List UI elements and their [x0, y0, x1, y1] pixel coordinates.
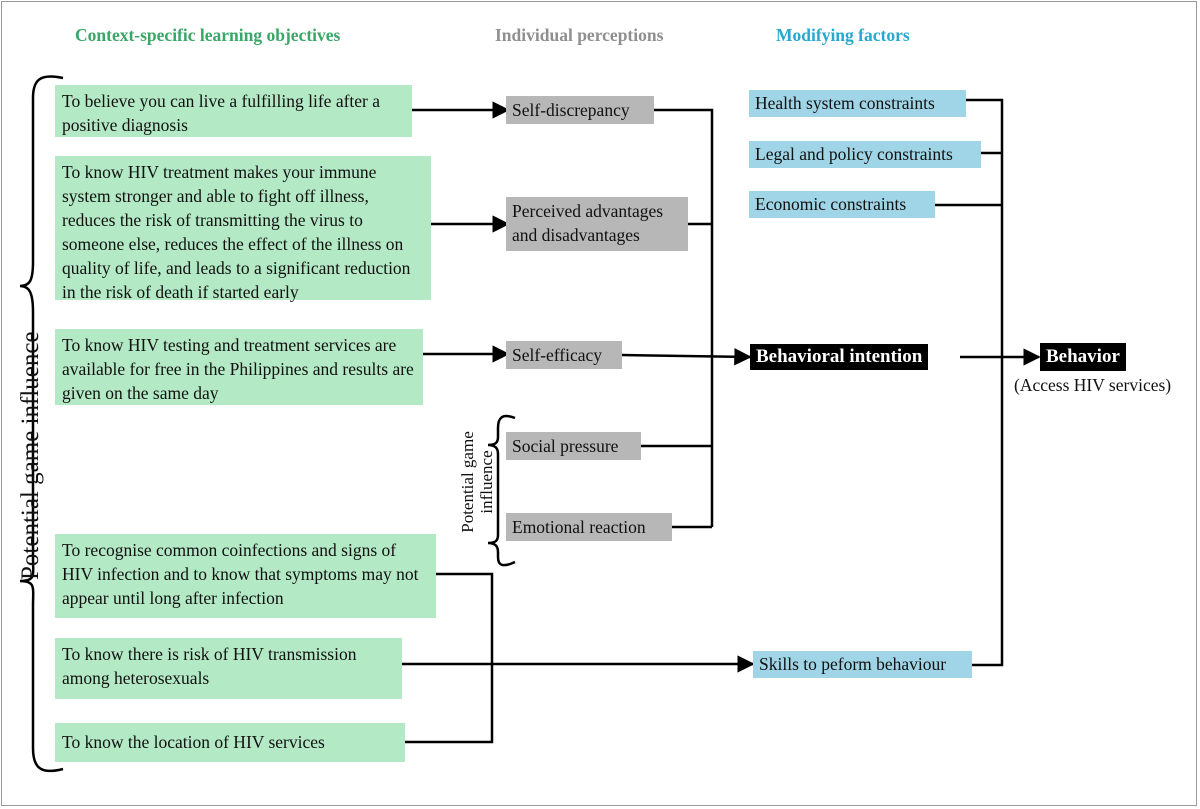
header-individual-perceptions: Individual perceptions: [495, 25, 664, 45]
inner-label-line2: influence: [477, 450, 496, 514]
line-selfdiscrepancy-bus: [654, 108, 714, 527]
line-health-bus: [966, 98, 1004, 667]
perception-advantages: Perceived advantages and disadvantages: [506, 197, 688, 251]
perception-emotional-reaction: Emotional reaction: [506, 513, 672, 541]
behavior-subtitle: (Access HIV services): [1014, 375, 1172, 395]
objective-service-location: To know the location of HIV services: [55, 723, 405, 762]
left-brace: [19, 75, 64, 773]
behavior-box: Behavior: [1040, 343, 1126, 371]
objective-fulfilling-life: To believe you can live a fulfilling lif…: [55, 85, 412, 137]
side-label-potential-game-influence: Potential game influence: [17, 331, 44, 580]
modifier-skills: Skills to peform behaviour: [753, 651, 972, 678]
objective-heterosexual-risk: To know there is risk of HIV transmissio…: [55, 638, 402, 699]
objective-free-testing: To know HIV testing and treatment servic…: [55, 329, 423, 405]
perception-self-discrepancy: Self-discrepancy: [506, 96, 654, 124]
objective-treatment-benefits: To know HIV treatment makes your immune …: [55, 156, 431, 302]
modifier-health-system: Health system constraints: [749, 90, 966, 117]
header-learning-objectives: Context-specific learning objectives: [75, 25, 341, 45]
arrow-selfefficacy-intention: [621, 348, 752, 366]
header-modifying-factors: Modifying factors: [776, 25, 910, 45]
inner-label-potential-game-influence: Potential game influence: [458, 412, 496, 552]
perception-self-efficacy: Self-efficacy: [506, 341, 622, 369]
inner-label-line1: Potential game: [458, 431, 477, 533]
line-obj4-bus: [405, 572, 494, 744]
behavioral-intention-box: Behavioral intention: [750, 344, 929, 370]
objective-coinfections: To recognise common coinfections and sig…: [55, 534, 436, 618]
inner-brace: [487, 414, 516, 567]
modifier-economic: Economic constraints: [749, 191, 935, 218]
modifier-legal-policy: Legal and policy constraints: [749, 141, 981, 168]
perception-social-pressure: Social pressure: [506, 432, 641, 460]
